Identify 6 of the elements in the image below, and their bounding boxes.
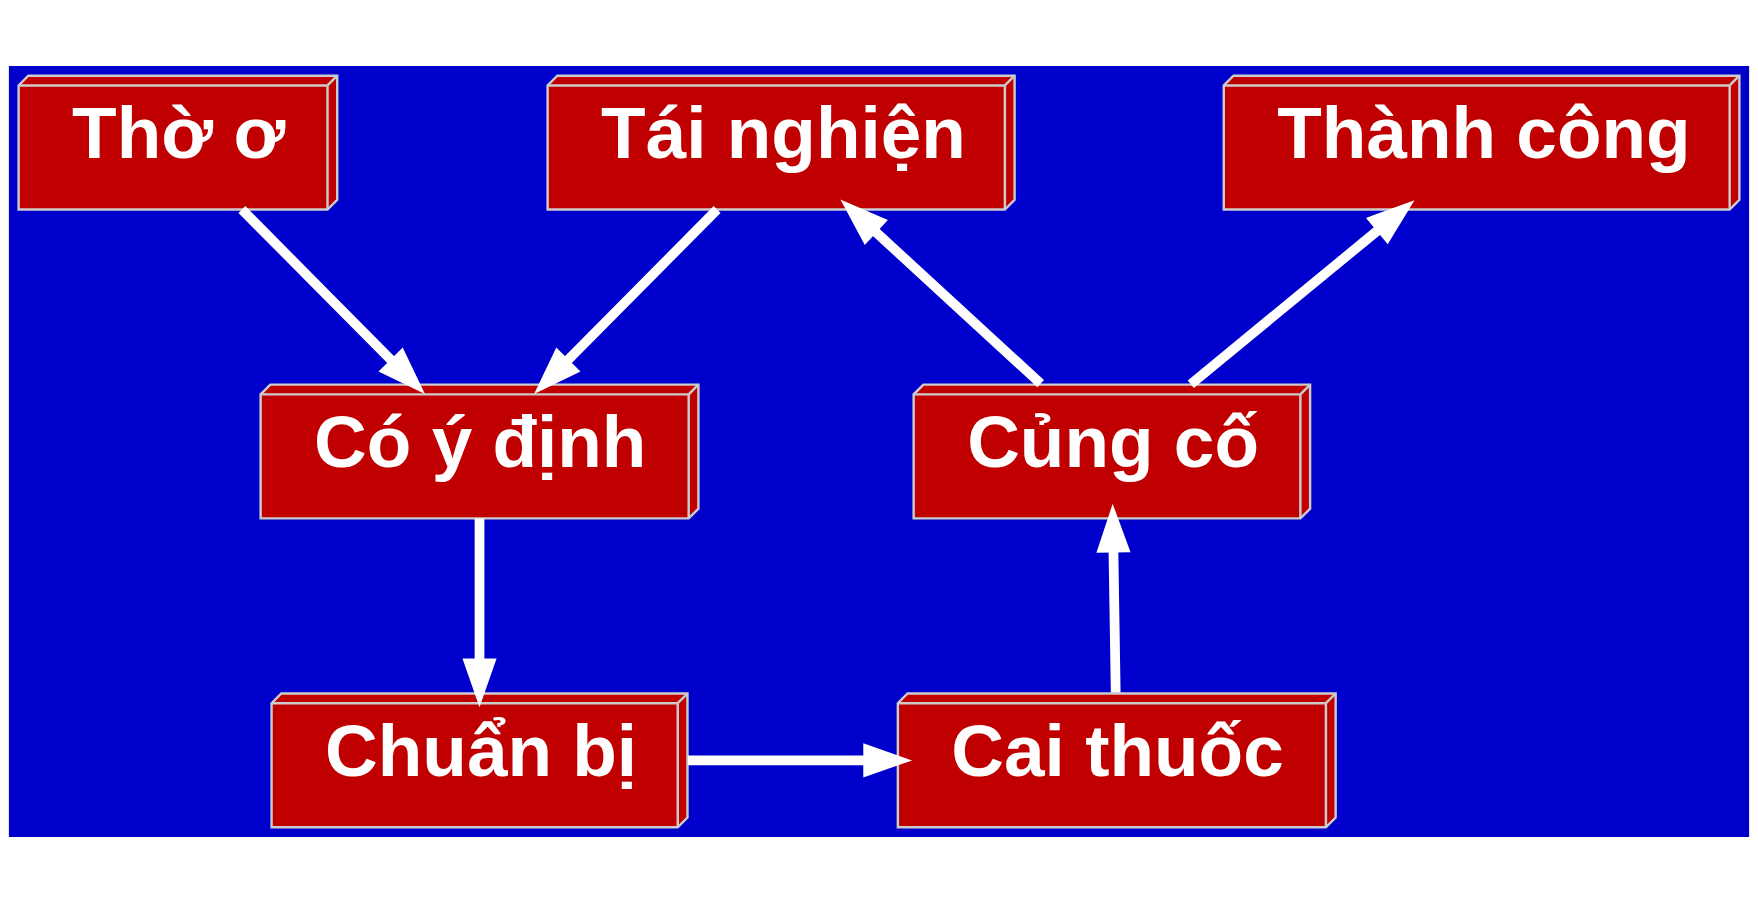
arrow bbox=[1096, 503, 1131, 693]
arrow bbox=[462, 518, 497, 708]
arrow bbox=[840, 199, 1044, 388]
arrow bbox=[238, 206, 425, 395]
arrow bbox=[688, 743, 913, 778]
arrow bbox=[1187, 200, 1415, 388]
